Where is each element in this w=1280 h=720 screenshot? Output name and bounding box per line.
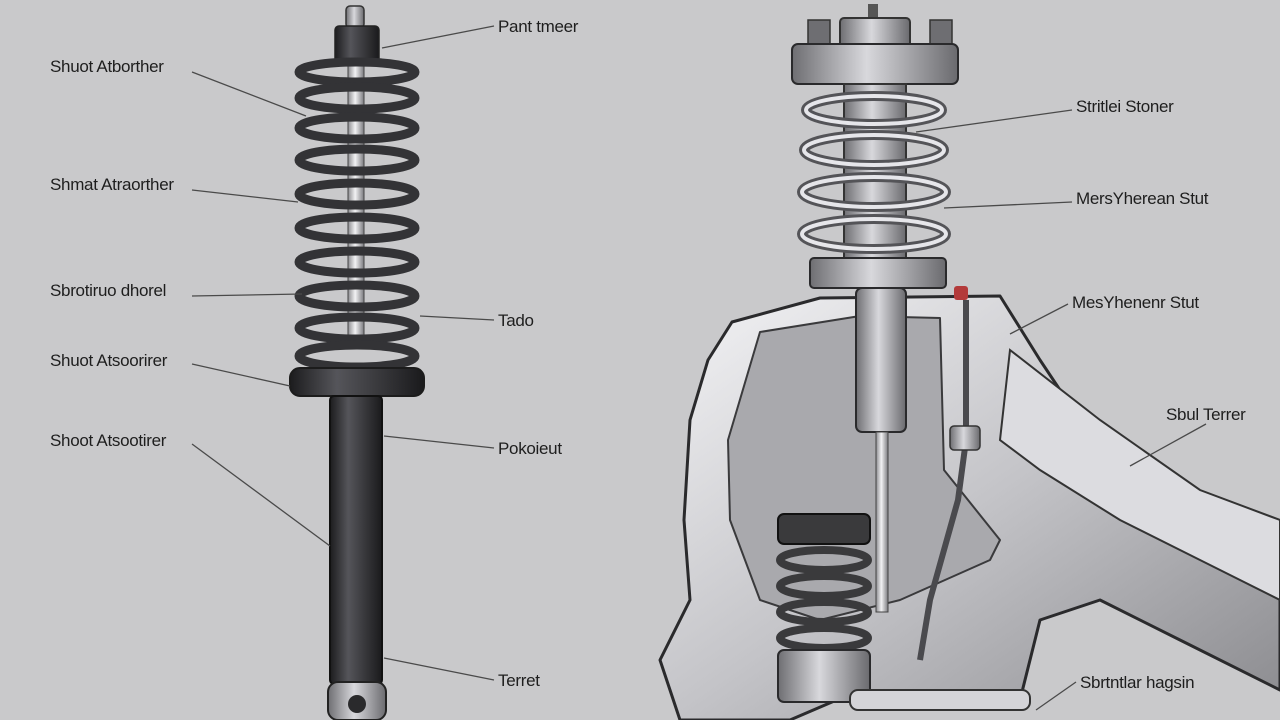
label-right-1: Stritlei Stoner bbox=[1076, 97, 1174, 116]
label-left-5: Shoot Atsootirer bbox=[50, 431, 167, 450]
label-right-5: Sbrtntlar hagsin bbox=[1080, 673, 1194, 692]
leader-lines bbox=[191, 25, 1207, 711]
label-left-2: Shmat Atraorther bbox=[50, 175, 174, 194]
coil-spring bbox=[294, 57, 420, 372]
brake-line-bracket bbox=[949, 425, 981, 451]
strut-spring-seat bbox=[809, 257, 947, 289]
brake-line bbox=[917, 300, 969, 661]
shock-body bbox=[329, 395, 383, 685]
bleed-valve-marker bbox=[954, 286, 968, 300]
label-left-1: Shuot Atborther bbox=[50, 57, 164, 76]
label-middle-1: Pant tmeer bbox=[498, 17, 579, 36]
label-right-2: MersYherean Stut bbox=[1076, 189, 1209, 208]
label-middle-3: Pokoieut bbox=[498, 439, 562, 458]
spring-seat bbox=[289, 367, 425, 397]
label-left-4: Shuot Atsoorirer bbox=[50, 351, 168, 370]
label-middle-2: Tado bbox=[498, 311, 534, 330]
bump-stop-stack bbox=[776, 513, 1031, 711]
label-right-4: Sbul Terrer bbox=[1166, 405, 1246, 424]
bottom-eye-bushing bbox=[348, 695, 366, 713]
label-middle-4: Terret bbox=[498, 671, 540, 690]
coilover-shock-absorber bbox=[289, 5, 425, 720]
label-right-3: MesYhenenr Stut bbox=[1072, 293, 1199, 312]
top-nut bbox=[345, 5, 365, 29]
macpherson-strut-assembly bbox=[658, 4, 1280, 720]
callout-labels: Shuot Atborther Shmat Atraorther Sbrotir… bbox=[50, 17, 1246, 692]
top-mount bbox=[334, 25, 380, 63]
strut-rod bbox=[875, 431, 889, 613]
strut-top-mount bbox=[791, 4, 959, 85]
strut-lower-tube bbox=[855, 287, 907, 433]
label-left-3: Sbrotiruo dhorel bbox=[50, 281, 166, 300]
